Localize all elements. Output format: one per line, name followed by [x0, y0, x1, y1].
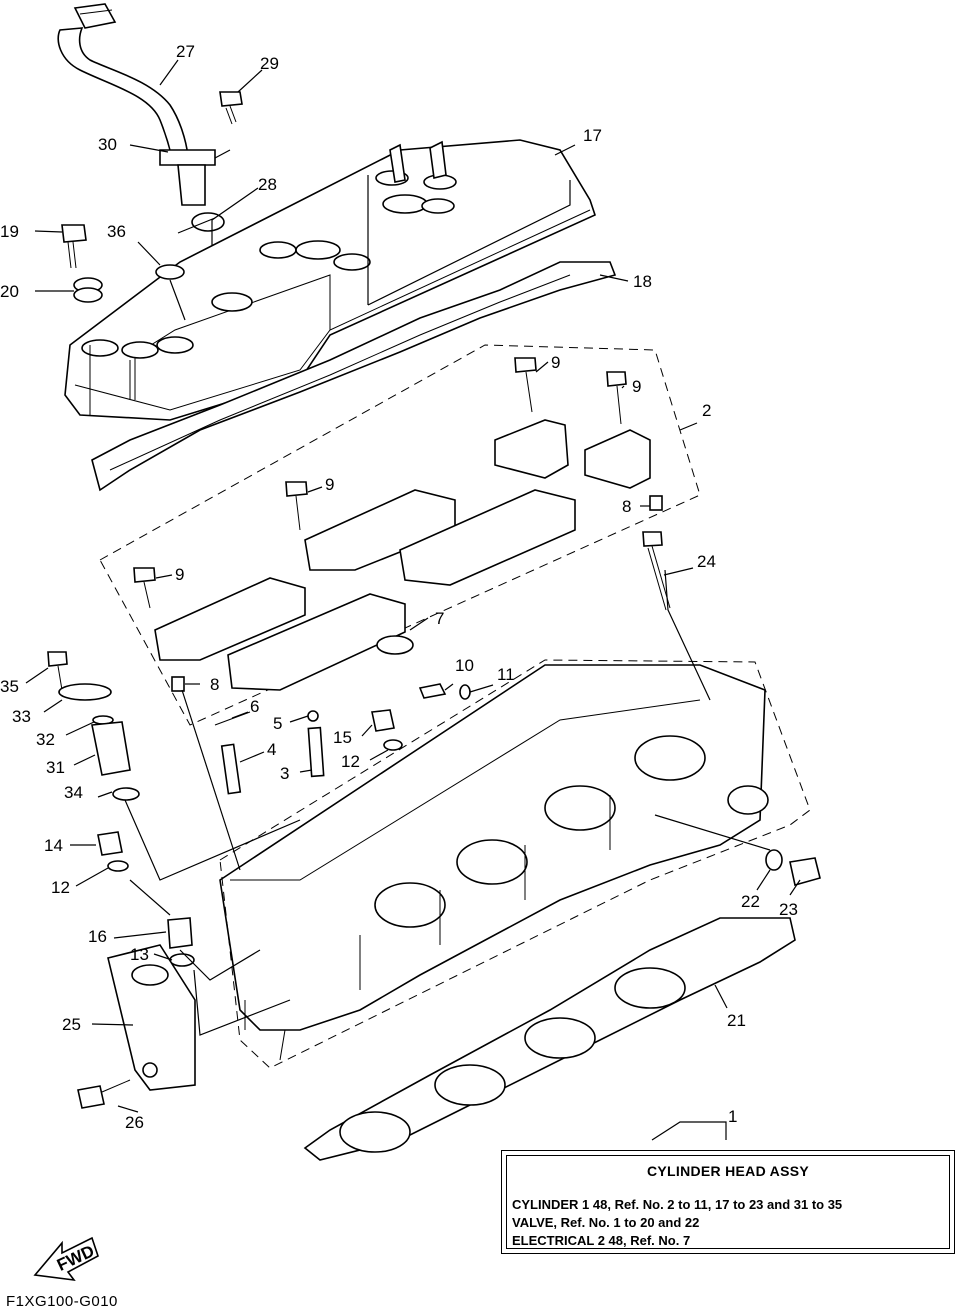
- info-line-cylinder: CYLINDER 1 48, Ref. No. 2 to 11, 17 to 2…: [512, 1197, 843, 1212]
- callout-1: 1: [728, 1107, 737, 1126]
- callout-21: 21: [727, 1011, 746, 1030]
- callout-28: 28: [258, 175, 277, 194]
- callout-2: 2: [702, 401, 711, 420]
- plug-23: [789, 857, 821, 886]
- cam-cap-upper-row: [304, 489, 576, 586]
- washer-11: [459, 684, 471, 700]
- callout-20: 20: [0, 282, 19, 301]
- cylinder-head: [219, 664, 769, 1061]
- callout-10: 10: [455, 656, 474, 675]
- plate-33: [58, 683, 112, 701]
- cap-36: [155, 264, 185, 280]
- callout-18: 18: [633, 272, 652, 291]
- callout-35: 35: [0, 677, 19, 696]
- breather-hose: [57, 3, 216, 206]
- callout-9d: 9: [175, 565, 184, 584]
- callout-23: 23: [779, 900, 798, 919]
- circlip-5: [307, 710, 319, 722]
- bolt-29: [219, 91, 243, 125]
- callout-29: 29: [260, 54, 279, 73]
- callout-9a: 9: [551, 353, 560, 372]
- callout-4: 4: [267, 740, 276, 759]
- forward-arrow-icon: FWD: [33, 1236, 99, 1282]
- washer-12-lower: [107, 860, 129, 872]
- callout-36: 36: [107, 222, 126, 241]
- callout-12a: 12: [341, 752, 360, 771]
- callout-15: 15: [333, 728, 352, 747]
- grommet-20: [73, 277, 103, 303]
- head-gasket-21: [303, 917, 796, 1161]
- cam-cap-bolts: [133, 357, 627, 609]
- bolt-26: [77, 1085, 105, 1109]
- plug-7: [376, 635, 414, 655]
- bolt-19: [61, 224, 87, 269]
- callout-24: 24: [697, 552, 716, 571]
- callout-14: 14: [44, 836, 63, 855]
- callout-numbers: 1 2 3 4 5 6 7 8 8 9 9 9 9 10 11 12 12 13…: [0, 42, 798, 1132]
- assembly-title: CYLINDER HEAD ASSY: [646, 1163, 809, 1179]
- bracket-25: [107, 944, 196, 1091]
- callout-5: 5: [273, 714, 282, 733]
- cam-cap-lower-row: [154, 577, 406, 691]
- head-cover-gasket: [91, 261, 617, 492]
- bolt-10: [418, 683, 447, 699]
- washer-12-upper: [383, 739, 403, 751]
- valve-guide-3: [307, 726, 325, 778]
- cam-cap-rear-right: [494, 419, 651, 489]
- washer-22: [765, 849, 783, 871]
- diagram-code: F1XG100-G010: [6, 1293, 118, 1310]
- callout-30: 30: [98, 135, 117, 154]
- dowel-8-lower: [171, 676, 185, 692]
- callout-34: 34: [64, 783, 83, 802]
- callout-6: 6: [250, 697, 259, 716]
- o-ring-34: [112, 787, 140, 801]
- cam-cap-assy-boundary: [99, 344, 701, 726]
- callout-31: 31: [46, 758, 65, 777]
- callout-9c: 9: [325, 475, 334, 494]
- dowel-8-upper: [649, 495, 663, 511]
- callout-33: 33: [12, 707, 31, 726]
- callout-32: 32: [36, 730, 55, 749]
- callout-11: 11: [497, 665, 515, 684]
- callout-16: 16: [88, 927, 107, 946]
- leader-lines: [25, 59, 801, 1141]
- bolt-35: [47, 651, 68, 691]
- nut-14: [97, 831, 123, 856]
- callout-8a: 8: [622, 497, 631, 516]
- info-line-valve: VALVE, Ref. No. 1 to 20 and 22: [512, 1215, 700, 1230]
- callout-17: 17: [583, 126, 602, 145]
- nut-15: [371, 709, 395, 732]
- bolt-24: [642, 531, 671, 611]
- sensor-31: [91, 721, 131, 776]
- info-line-electrical: ELECTRICAL 2 48, Ref. No. 7: [512, 1233, 691, 1248]
- callout-26: 26: [125, 1113, 144, 1132]
- callout-3: 3: [280, 764, 289, 783]
- head-boundary: [219, 659, 811, 1069]
- callout-7: 7: [435, 609, 444, 628]
- callout-13: 13: [130, 945, 149, 964]
- cap-nut-16: [167, 917, 193, 949]
- callout-19: 19: [0, 222, 19, 241]
- callout-25: 25: [62, 1015, 81, 1034]
- valve-guide-4: [220, 743, 242, 795]
- callout-12b: 12: [51, 878, 70, 897]
- callout-27: 27: [176, 42, 195, 61]
- callout-8b: 8: [210, 675, 219, 694]
- info-box-border: [506, 1155, 950, 1249]
- assembly-info-box: CYLINDER HEAD ASSY CYLINDER 1 48, Ref. N…: [501, 1150, 955, 1254]
- callout-9b: 9: [632, 377, 641, 396]
- cylinder-head-cover: [64, 139, 596, 421]
- callout-22: 22: [741, 892, 760, 911]
- valve-6: [214, 711, 251, 726]
